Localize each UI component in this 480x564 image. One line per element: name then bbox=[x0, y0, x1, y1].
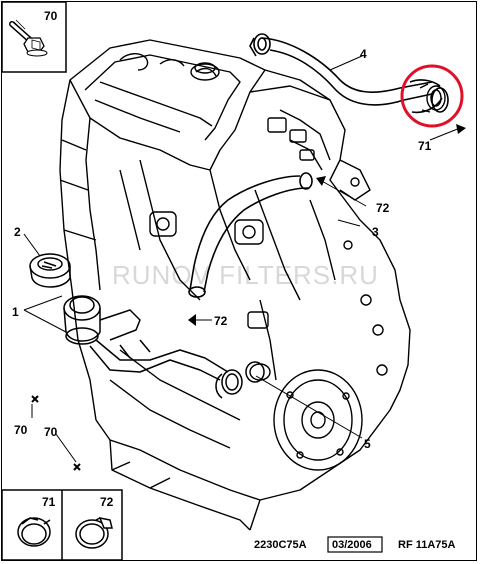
highlight-circle bbox=[400, 64, 464, 128]
arrow-72-right bbox=[316, 176, 326, 186]
callout-71: 71 bbox=[418, 139, 432, 153]
oil-filler-assembly bbox=[63, 295, 265, 399]
callout-70-top: 70 bbox=[44, 9, 58, 23]
hose-central bbox=[188, 172, 313, 298]
callout-3: 3 bbox=[372, 225, 379, 239]
footer-date: 03/2006 bbox=[332, 539, 372, 551]
arrow-71 bbox=[456, 124, 466, 134]
callout-70-bottom: 70 bbox=[44, 425, 58, 439]
callout-72-right: 72 bbox=[376, 201, 390, 215]
callout-72-mid: 72 bbox=[214, 314, 228, 328]
legend-label-72: 72 bbox=[100, 495, 114, 509]
engine-block bbox=[59, 39, 411, 531]
legend-label-71: 71 bbox=[42, 495, 56, 509]
bolt-markers bbox=[31, 395, 81, 471]
callout-2: 2 bbox=[14, 225, 21, 239]
callout-4: 4 bbox=[360, 47, 367, 61]
callout-1: 1 bbox=[12, 305, 19, 319]
arrow-72-mid bbox=[188, 314, 196, 326]
leader-lines bbox=[23, 55, 461, 463]
clamp-legend: 71 72 bbox=[1, 489, 123, 561]
callout-5: 5 bbox=[364, 437, 371, 451]
clamp-71-detail bbox=[419, 83, 446, 113]
date-box bbox=[327, 536, 383, 553]
hose-clamp-71-icon bbox=[17, 517, 51, 547]
footer-reference: RF 11A75A bbox=[398, 539, 456, 551]
filler-cap-2 bbox=[29, 253, 71, 288]
footer: 2230C75A 03/2006 RF 11A75A bbox=[254, 536, 456, 553]
footer-drawing-code: 2230C75A bbox=[254, 539, 307, 551]
watermark: RUNOV FILTERS.RU bbox=[112, 260, 379, 290]
bolt-inset bbox=[1, 1, 67, 73]
callout-70-left: 70 bbox=[14, 423, 28, 437]
bolt-icon bbox=[9, 19, 48, 57]
hose-clamp-72-icon bbox=[75, 516, 113, 549]
hose-4 bbox=[249, 33, 449, 114]
